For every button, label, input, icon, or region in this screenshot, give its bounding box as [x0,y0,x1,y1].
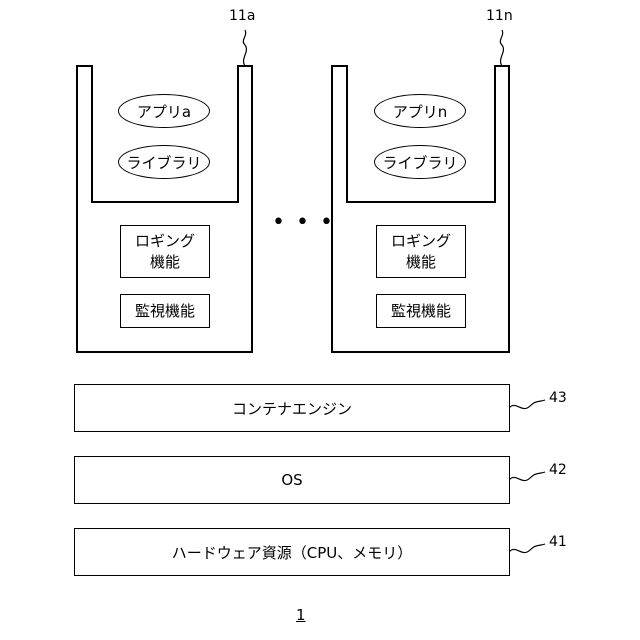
ellipsis-dots: • • • [272,210,335,235]
logging-box-a: ロギング 機能 [120,225,210,278]
hardware-layer: ハードウェア資源（CPU、メモリ） [74,528,510,576]
app-ellipse-n: アプリn [374,94,466,128]
layer-ref-43: 43 [549,390,567,406]
layer-ref-41: 41 [549,534,567,550]
container-ref-11n: 11n [486,8,513,24]
monitoring-box-n: 監視機能 [376,294,466,328]
monitoring-box-a: 監視機能 [120,294,210,328]
library-ellipse-n: ライブラリ [374,145,466,179]
logging-box-n: ロギング 機能 [376,225,466,278]
figure-ref: 1 [296,606,306,624]
library-ellipse-a: ライブラリ [118,145,210,179]
leader-43 [509,400,545,409]
leader-41 [509,544,545,553]
leader-42 [509,472,545,481]
leader-11a [243,30,246,66]
container-engine-layer: コンテナエンジン [74,384,510,432]
leader-11n [500,30,503,66]
os-layer: OS [74,456,510,504]
layer-ref-42: 42 [549,462,567,478]
app-ellipse-a: アプリa [118,94,210,128]
container-ref-11a: 11a [229,8,255,24]
